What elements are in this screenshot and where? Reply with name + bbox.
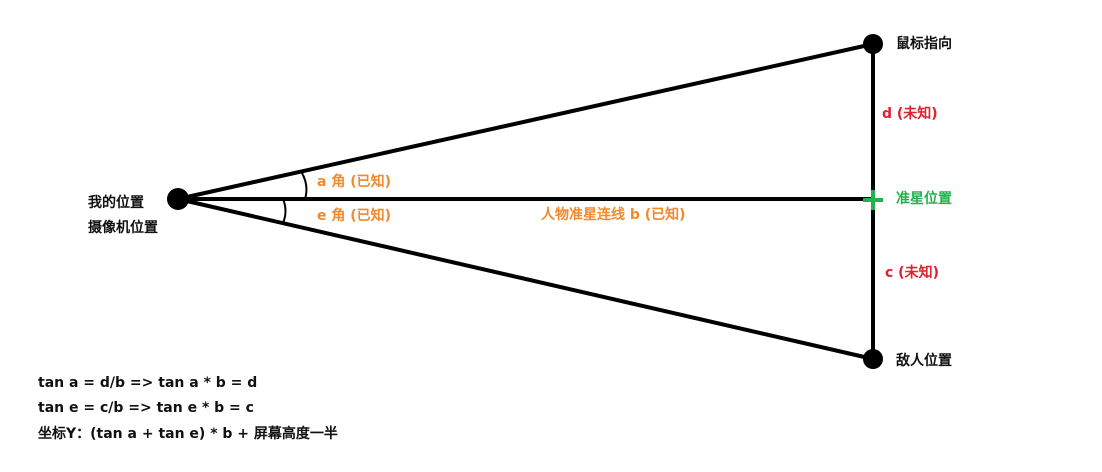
label-camera-position: 摄像机位置 <box>88 220 158 236</box>
enemy-point <box>863 349 883 369</box>
mouse-point <box>863 34 883 54</box>
label-side-d: d (未知) <box>882 106 938 122</box>
angle-a-arc <box>301 172 308 200</box>
label-mouse-pointing: 鼠标指向 <box>896 36 952 52</box>
formula-tan-a: tan a = d/b => tan a * b = d <box>38 375 258 391</box>
label-angle-e: e 角 (已知) <box>317 208 392 224</box>
label-side-c: c (未知) <box>885 265 939 281</box>
label-enemy-position: 敌人位置 <box>896 353 952 369</box>
angle-e-arc <box>282 198 287 224</box>
label-crosshair-position: 准星位置 <box>896 191 952 207</box>
formula-tan-e: tan e = c/b => tan e * b = c <box>38 400 254 416</box>
line-origin-to-mouse <box>177 42 874 201</box>
origin-point <box>167 188 189 210</box>
label-line-b: 人物准星连线 b (已知) <box>541 207 686 223</box>
line-origin-to-enemy <box>177 197 874 361</box>
label-angle-a: a 角 (已知) <box>317 174 391 190</box>
label-my-position: 我的位置 <box>88 195 144 211</box>
formula-coordinate-y: 坐标Y：(tan a + tan e) * b + 屏幕高度一半 <box>38 426 338 442</box>
